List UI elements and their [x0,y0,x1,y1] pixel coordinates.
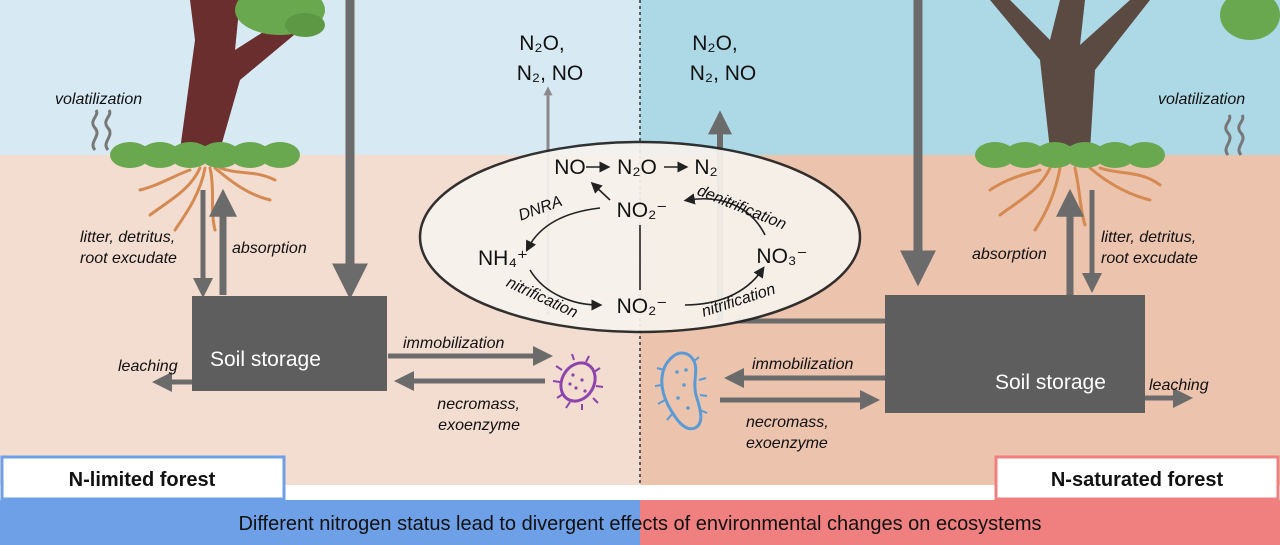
right-immobilization-label: immobilization [752,356,853,373]
left-arrows [152,0,553,392]
right-necromass-label-1: necromass, [746,414,829,431]
right-microbe-icon [654,351,708,431]
right-title-box [994,455,1280,501]
banner-right-bg [640,500,1280,545]
right-litter-label-2: root excudate [1101,250,1198,267]
left-tree [110,0,325,232]
cycle-nh4: NH₄⁺ [478,247,528,270]
left-gas-line1: N₂O, [519,32,565,55]
cycle-n2: N₂ [694,156,717,179]
left-gas-line2: N₂, NO [517,62,584,85]
cycle-arrows [525,161,766,311]
nitrification-right-arrow [684,266,765,306]
left-microbe-icon [552,353,604,410]
right-volatilization-label: volatilization [1158,91,1245,108]
right-gas-line1: N₂O, [692,32,738,55]
left-volatilization-label: volatilization [55,91,142,108]
cycle-no2-bottom: NO₂⁻ [617,295,668,318]
denitrification-arrow [683,193,766,236]
nitrification-left-arrow [529,269,603,311]
right-gas-line2: N₂, NO [690,62,757,85]
cycle-no2-top: NO₂⁻ [617,199,668,222]
no2-to-no-arrow [590,181,611,201]
left-title: N-limited forest [69,469,216,491]
left-soil-storage-label: Soil storage [210,348,321,371]
cycle-n2o: N₂O [617,156,657,179]
left-absorption-label: absorption [232,240,307,257]
bottom-banner-text: Different nitrogen status lead to diverg… [238,513,1041,535]
left-volatilization-icon [91,109,112,151]
right-absorption-label: absorption [972,246,1047,263]
right-necromass-label-2: exoenzyme [746,435,828,452]
left-litter-label-1: litter, detritus, [80,229,175,246]
right-volatilization-icon [1224,114,1245,156]
dnra-arrow [525,207,601,252]
right-leaching-label: leaching [1149,377,1209,394]
banner-left-bg [0,500,640,545]
sky-right [640,0,1280,155]
left-immobilization-label: immobilization [403,335,504,352]
left-necromass-label-1: necromass, [437,396,520,413]
left-title-box [0,455,286,501]
left-soil-storage-box [192,296,387,391]
left-necromass-label-2: exoenzyme [438,417,520,434]
right-title: N-saturated forest [1051,469,1224,491]
cycle-no3: NO₃⁻ [756,245,807,268]
left-leaching-label: leaching [118,358,178,375]
cycle-no: NO [554,156,586,179]
right-soil-storage-label: Soil storage [995,371,1106,394]
left-litter-label-2: root excudate [80,250,177,267]
right-soil-storage-box [885,295,1145,413]
right-litter-label-1: litter, detritus, [1101,229,1196,246]
